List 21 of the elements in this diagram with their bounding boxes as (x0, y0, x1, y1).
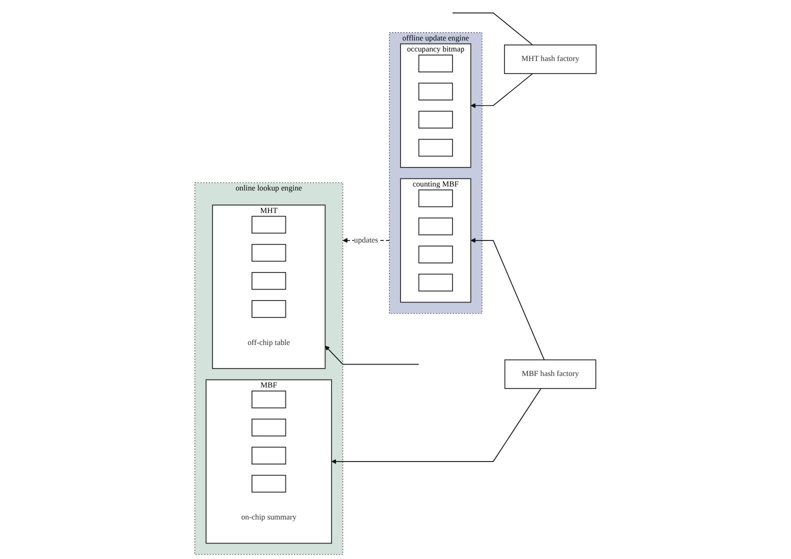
node-box (252, 474, 286, 493)
node-box (418, 189, 453, 208)
node-box (252, 390, 286, 408)
node-box (252, 272, 286, 290)
arrow (470, 73, 534, 108)
node-box (252, 418, 286, 436)
node-box (418, 110, 453, 129)
node-box (418, 82, 453, 100)
node-box (418, 218, 453, 236)
node-box (418, 246, 453, 264)
node-box (418, 274, 453, 292)
node-box (418, 54, 453, 72)
arrow (470, 238, 545, 360)
node-box (252, 300, 286, 318)
arrow (331, 388, 542, 464)
connector (452, 12, 534, 46)
node-box (252, 446, 286, 464)
node-box (252, 216, 286, 234)
node-box (252, 244, 286, 262)
arrow (324, 346, 420, 365)
node-box (418, 138, 453, 157)
